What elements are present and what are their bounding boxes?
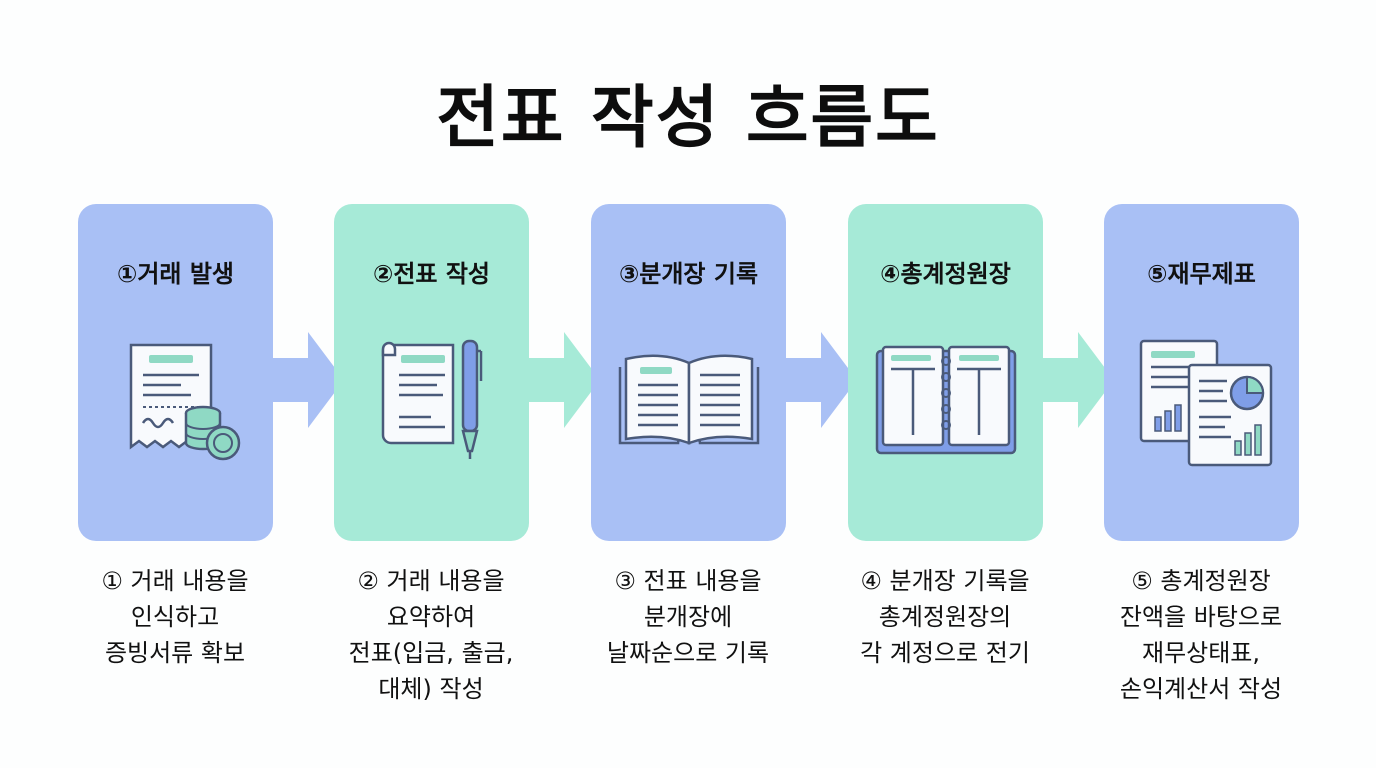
step-2-label: ②전표 작성 [373,260,490,288]
arrow-right-icon [783,332,857,428]
financial-reports-icon [1104,332,1299,472]
step-5-description: ⑤ 총계정원장 잔액을 바탕으로 재무상태표, 손익계산서 작성 [1086,563,1316,707]
receipt-coins-icon [78,332,273,472]
step-3-panel: ③분개장 기록 [591,204,786,541]
description-line: ④ 분개장 기록을 [860,567,1030,595]
description-line: 날짜순으로 기록 [606,639,770,667]
arrow-right-icon [526,332,600,428]
description-line: 인식하고 [130,603,220,631]
description-line: 각 계정으로 전기 [860,639,1030,667]
step-1-description: ① 거래 내용을 인식하고 증빙서류 확보 [60,563,290,671]
step-2-description: ② 거래 내용을 요약하여 전표(입금, 출금, 대체) 작성 [316,563,546,707]
description-line: ⑤ 총계정원장 [1131,567,1271,595]
step-5-label: ⑤재무제표 [1147,260,1256,288]
description-line: ① 거래 내용을 [101,567,249,595]
step-3-description: ③ 전표 내용을 분개장에 날짜순으로 기록 [573,563,803,671]
description-line: 대체) 작성 [378,675,484,703]
step-4-description: ④ 분개장 기록을 총계정원장의 각 계정으로 전기 [830,563,1060,671]
description-line: ② 거래 내용을 [357,567,505,595]
step-2-panel: ②전표 작성 [334,204,529,541]
description-line: 총계정원장의 [878,603,1012,631]
description-line: 손익계산서 작성 [1119,675,1283,703]
step-4-label: ④총계정원장 [880,260,1011,288]
arrow-right-icon [1040,332,1114,428]
page-title: 전표 작성 흐름도 [436,79,940,158]
description-line: 전표(입금, 출금, [348,639,514,667]
arrow-right-icon [270,332,344,428]
step-1-panel: ①거래 발생 [78,204,273,541]
description-line: 증빙서류 확보 [104,639,246,667]
document-pen-icon [334,332,529,472]
step-1-label: ①거래 발생 [117,260,234,288]
step-5-panel: ⑤재무제표 [1104,204,1299,541]
description-line: 요약하여 [386,603,476,631]
step-4-panel: ④총계정원장 [848,204,1043,541]
description-line: 재무상태표, [1141,639,1261,667]
description-line: 잔액을 바탕으로 [1119,603,1283,631]
description-line: ③ 전표 내용을 [614,567,762,595]
step-3-label: ③분개장 기록 [618,260,759,288]
ledger-book-icon [848,332,1043,472]
open-book-icon [591,332,786,472]
description-line: 분개장에 [643,603,733,631]
